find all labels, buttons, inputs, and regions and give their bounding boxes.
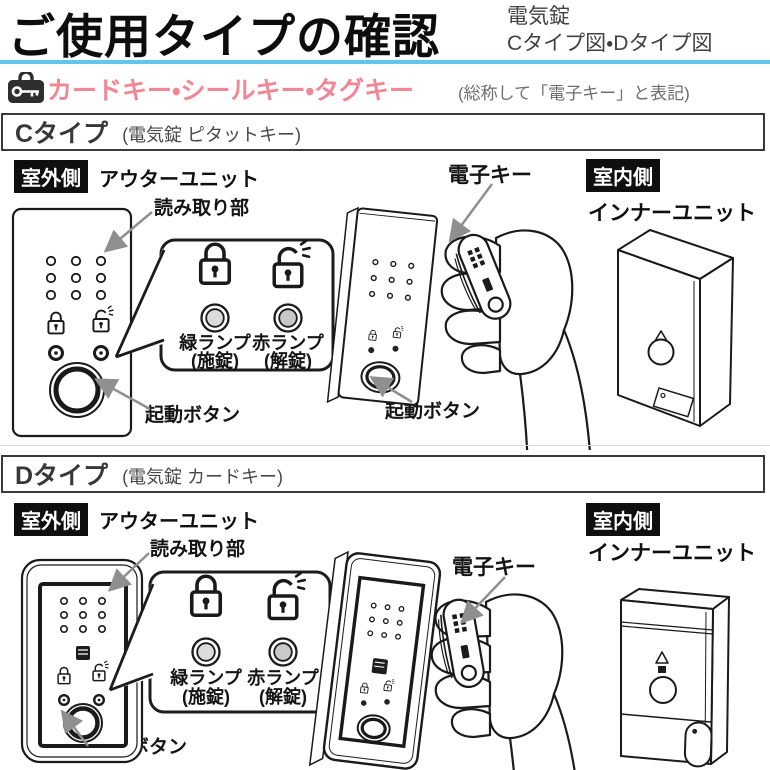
subtitle-product: 電気錠 (507, 5, 570, 28)
c-type-label: Cタイプ (15, 120, 109, 148)
c-green-lamp-label: 緑ランプ (178, 332, 251, 353)
key-types-note: (総称して「電子キー」と表記) (458, 84, 690, 103)
d-hand-holding-key (430, 593, 583, 770)
key-types-heading: カードキー・シールキー・タグキー (47, 77, 415, 105)
d-inner-unit-label: インナーユニット (588, 542, 756, 565)
d-lamp-callout: 緑ランプ (施錠) 赤ランプ (解錠) (108, 570, 332, 714)
d-outer-unit-label: アウターユニット (99, 511, 259, 533)
c-outer-unit-perspective (326, 206, 439, 406)
c-red-lamp-state: (解錠) (264, 350, 312, 371)
c-outer-unit-label: アウターユニット (99, 169, 259, 191)
d-inner-unit (620, 588, 730, 768)
c-annotation-arrows (94, 183, 494, 411)
c-type-note: (電気錠 ピタットキー) (122, 124, 302, 145)
d-red-lamp-state: (解錠) (259, 686, 307, 707)
key-icon (8, 72, 44, 103)
c-type-header-box: Cタイプ (電気錠 ピタットキー) (1, 113, 765, 151)
section-divider (0, 445, 770, 446)
c-section-diagram: 緑ランプ (施錠) 赤ランプ (解錠) (11, 183, 734, 450)
d-panel-logo (76, 646, 90, 660)
page-subtitle: 電気錠 Cタイプ図・Dタイプ図 (507, 3, 712, 57)
subtitle-diagram-ref: Cタイプ図・Dタイプ図 (507, 32, 713, 55)
c-reader-label: 読み取り部 (154, 198, 250, 219)
c-start-button-label-side: 起動ボタン (385, 401, 481, 422)
d-type-label: Dタイプ (15, 462, 109, 490)
d-reader-label: 読み取り部 (150, 539, 246, 560)
c-red-lamp-label: 赤ランプ (251, 332, 324, 353)
d-section-diagram: 緑ランプ (施錠) 赤ランプ (解錠) (20, 550, 730, 770)
c-inner-unit-label: インナーユニット (588, 202, 756, 225)
d-indoor-badge: 室内側 (586, 503, 660, 536)
d-type-note: (電気錠 カードキー) (122, 466, 284, 487)
d-annotation-arrows (60, 552, 506, 747)
c-inner-unit (617, 229, 734, 427)
c-outdoor-badge: 室外側 (14, 160, 88, 193)
d-type-header-box: Dタイプ (電気錠 カードキー) (1, 455, 765, 493)
d-red-lamp-label: 赤ランプ (246, 667, 319, 688)
c-hand-holding-key (440, 229, 593, 450)
d-outer-unit-perspective (308, 550, 442, 770)
d-outdoor-badge: 室外側 (14, 503, 88, 536)
d-green-lamp-state: (施錠) (182, 686, 230, 707)
d-green-lamp-label: 緑ランプ (169, 667, 242, 688)
c-start-button-label-front: 起動ボタン (145, 405, 241, 426)
page-title: ご使用タイプの確認 (8, 10, 440, 63)
c-ekey-label: 電子キー (448, 164, 532, 187)
c-green-lamp-state: (施錠) (191, 350, 239, 371)
d-ekey-label: 電子キー (452, 556, 536, 579)
accent-bar (0, 60, 770, 64)
c-indoor-badge: 室内側 (586, 159, 660, 192)
c-lamp-callout: 緑ランプ (施錠) 赤ランプ (解錠) (114, 238, 335, 372)
